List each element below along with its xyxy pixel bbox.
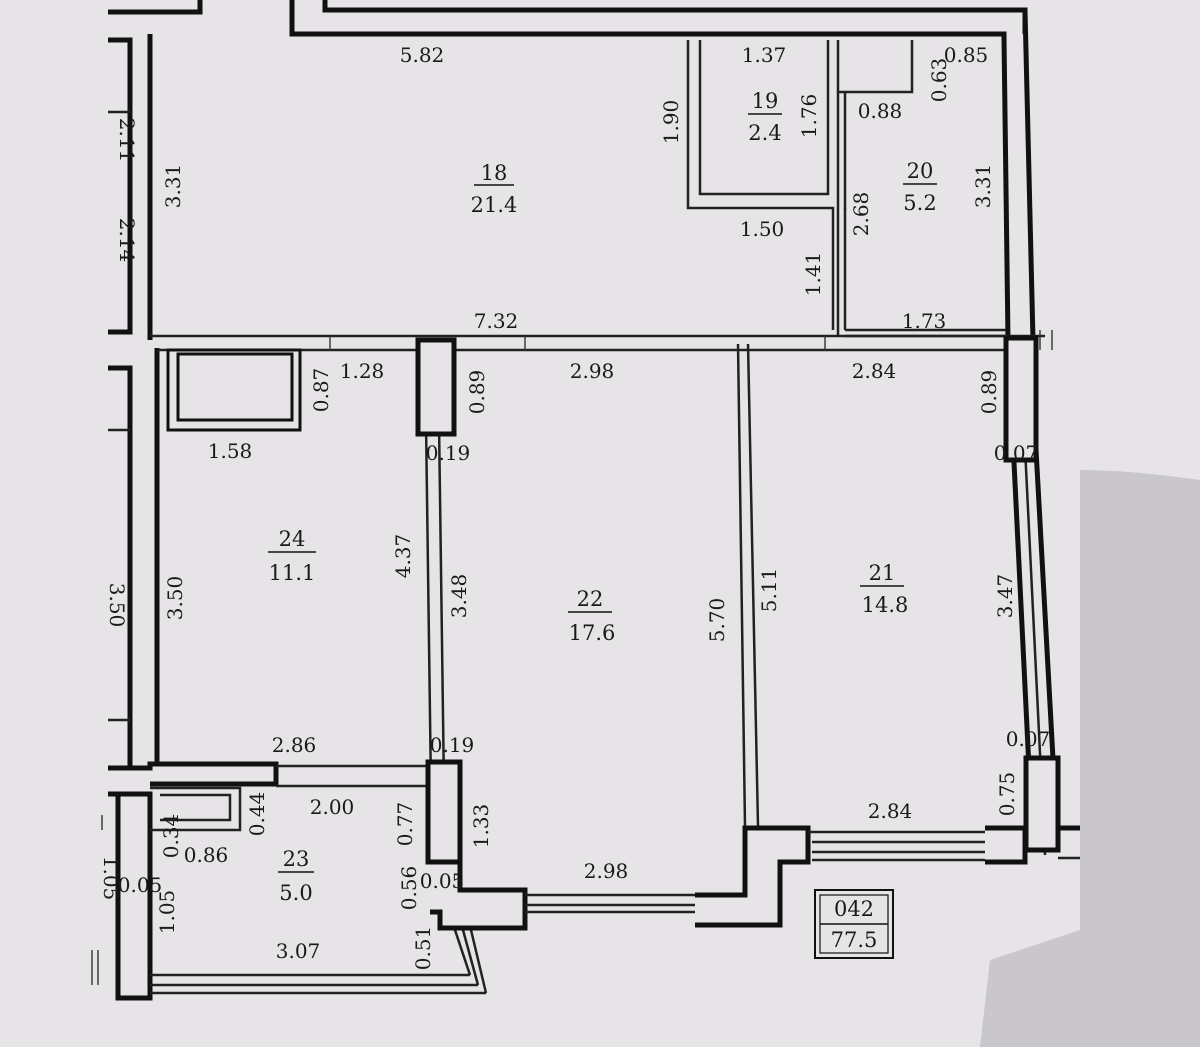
room-20: 20 5.2: [903, 159, 937, 215]
dim-3-07: 3.07: [276, 939, 321, 963]
dim-3-48: 3.48: [447, 574, 471, 619]
dim-3-47: 3.47: [993, 574, 1017, 619]
interior-walls: [91, 40, 1080, 1001]
room-22: 22 17.6: [568, 587, 615, 645]
dim-1-37: 1.37: [742, 43, 787, 67]
dim-7-32: 7.32: [474, 309, 519, 333]
dim-0-05-right: 0.05: [420, 869, 465, 893]
room-22-number: 22: [577, 587, 604, 611]
room-19-area: 2.4: [748, 121, 781, 145]
room-18-number: 18: [481, 161, 508, 185]
dim-2-84-top: 2.84: [852, 359, 897, 383]
dim-2-11-outer: 2.11: [115, 118, 139, 163]
dim-0-34: 0.34: [159, 814, 183, 859]
dim-0-75: 0.75: [995, 772, 1019, 817]
dimension-labels: 5.82 1.37 0.63 0.85 1.90 1.76 0.88 3.31 …: [99, 43, 1050, 970]
dim-2-68: 2.68: [849, 192, 873, 237]
dim-0-86: 0.86: [184, 843, 229, 867]
dim-1-41: 1.41: [801, 252, 825, 297]
dim-2-98-bottom: 2.98: [584, 859, 629, 883]
dim-3-50-outer: 3.50: [105, 583, 129, 628]
dim-0-56: 0.56: [397, 866, 421, 911]
dim-1-90: 1.90: [659, 100, 683, 145]
dim-0-07-top: 0.07: [994, 441, 1039, 465]
dim-0-07-bottom: 0.07: [1006, 727, 1051, 751]
dim-0-77: 0.77: [393, 802, 417, 847]
dim-0-51: 0.51: [411, 926, 435, 971]
dim-2-14-outer: 2.14: [115, 218, 139, 263]
dim-1-73: 1.73: [902, 309, 947, 333]
room-21-number: 21: [869, 561, 896, 585]
room-19-number: 19: [752, 89, 779, 113]
room-20-area: 5.2: [903, 191, 936, 215]
dim-1-76: 1.76: [797, 94, 821, 139]
dim-2-86: 2.86: [272, 733, 317, 757]
dim-0-19-top: 0.19: [426, 441, 471, 465]
dim-1-33: 1.33: [469, 804, 493, 849]
dim-1-50: 1.50: [740, 217, 785, 241]
outer-walls: [108, 0, 1036, 771]
dim-5-82: 5.82: [400, 43, 445, 67]
dim-1-05-outer: 1.05: [99, 856, 123, 901]
columns: [415, 335, 1061, 865]
room-19: 19 2.4: [748, 89, 782, 145]
apartment-number: 042: [834, 897, 874, 921]
dim-0-85: 0.85: [944, 43, 989, 67]
dim-0-89-right: 0.89: [977, 370, 1001, 415]
room-18: 18 21.4: [471, 161, 518, 217]
dim-1-28: 1.28: [340, 359, 385, 383]
room-23-number: 23: [283, 847, 310, 871]
room-20-number: 20: [907, 159, 934, 183]
dim-5-70: 5.70: [705, 598, 729, 643]
dim-0-87: 0.87: [309, 368, 333, 413]
dim-5-11: 5.11: [757, 568, 781, 613]
room-24-area: 11.1: [269, 561, 316, 585]
room-21-area: 14.8: [862, 593, 909, 617]
dim-0-63: 0.63: [927, 58, 951, 103]
dim-0-89-left: 0.89: [465, 370, 489, 415]
dim-2-84-bottom: 2.84: [868, 799, 913, 823]
room-24: 24 11.1: [268, 527, 316, 585]
dim-3-31-left: 3.31: [161, 164, 185, 209]
dim-0-05: 0.05: [118, 873, 163, 897]
dim-4-37: 4.37: [391, 534, 415, 579]
dim-0-88: 0.88: [858, 99, 903, 123]
dim-2-98-top: 2.98: [570, 359, 615, 383]
dim-0-44: 0.44: [245, 792, 269, 837]
dim-3-50: 3.50: [163, 576, 187, 621]
dim-3-31-right: 3.31: [971, 164, 995, 209]
apartment-area: 77.5: [831, 928, 878, 952]
apartment-summary: 042 77.5: [814, 889, 894, 959]
dim-1-05: 1.05: [155, 890, 179, 935]
dim-0-19-bottom: 0.19: [430, 733, 475, 757]
room-23-area: 5.0: [279, 881, 312, 905]
room-23: 23 5.0: [278, 847, 314, 905]
room-labels: 18 21.4 19 2.4 20 5.2 21 14.8 22 17.6 23…: [268, 89, 937, 905]
room-24-number: 24: [279, 527, 306, 551]
room-22-area: 17.6: [569, 621, 616, 645]
fixtures: [166, 348, 302, 432]
room-21: 21 14.8: [860, 561, 908, 617]
photo-shadow: [980, 470, 1200, 1047]
dim-2-00: 2.00: [310, 795, 355, 819]
dim-1-58: 1.58: [208, 439, 253, 463]
room-18-area: 21.4: [471, 193, 518, 217]
